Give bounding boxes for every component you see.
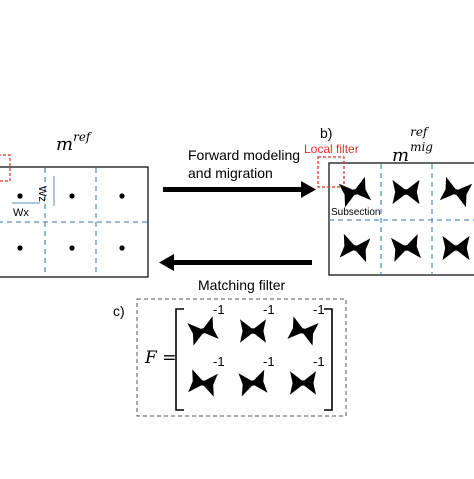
grid-point [119,193,125,199]
backward-arrow-label: Matching filter [198,277,286,293]
matrix-bowtie-shape [187,316,219,346]
matrix-right-bracket [324,308,333,411]
backward-arrow-shaft [172,260,312,265]
matrix-bowties [187,316,319,397]
matrix-bowtie-shape [238,369,268,397]
matrix-bowtie-shape [240,319,266,343]
matrix-bowtie-shape [287,316,319,346]
matrix-bowtie-shape [188,369,218,397]
forward-arrow-shaft [163,187,303,192]
right-panel [317,156,474,276]
matrix-exponent: -1 [263,302,275,317]
left-title-base: m [56,134,74,155]
panel-b-label: b) [320,125,333,141]
grid-point [69,245,75,251]
bowtie-shape [442,235,470,261]
wz-label: Wz [36,186,48,202]
grid-point [119,245,125,251]
right-local-filter-box [317,156,345,188]
right-panel-box [328,162,474,276]
matrix-exponent: -1 [263,354,275,369]
forward-arrow-label-2: and migration [188,165,273,181]
bowtie-shape [338,176,372,208]
matrix-exponent: -1 [213,354,225,369]
matrix-left-bracket [175,308,184,411]
forward-arrow-label-1: Forward modeling [188,147,301,163]
matrix-dashed-frame [136,298,347,417]
left-panel-box [0,166,149,278]
matrix-bowtie-shape [290,371,316,395]
left-title-sup: ref [73,130,91,144]
subsection-label: Subsection [331,207,381,218]
left-panel-title: mref [56,131,90,155]
panel-c-label: c) [113,303,125,319]
grid-point [69,193,75,199]
matrix-exponent: -1 [213,302,225,317]
matrix-lhs: F = [145,348,177,368]
left-local-filter-box [0,154,11,182]
left-dots [17,193,125,251]
matrix-exponent: -1 [313,302,325,317]
backward-arrow-head [159,254,174,271]
local-filter-label: Local filter [304,142,359,156]
grid-point [17,245,23,251]
right-panel-title: m ref mig [392,126,433,166]
matrix-exponent: -1 [313,354,325,369]
forward-arrow [163,181,316,198]
forward-arrow-head [301,181,316,198]
matrix-panel [136,298,347,417]
right-title-base: m [392,145,410,166]
wx-label: Wx [13,207,29,219]
left-panel [0,154,149,278]
bowtie-shape [390,234,422,262]
right-bowties [338,176,473,263]
right-title-sup: ref [410,125,428,139]
backward-arrow [159,254,312,271]
grid-point [17,193,23,199]
bowtie-shape [339,233,371,263]
bowtie-shape [392,179,420,205]
bowtie-shape [439,176,473,208]
right-title-sub: mig [410,140,433,154]
